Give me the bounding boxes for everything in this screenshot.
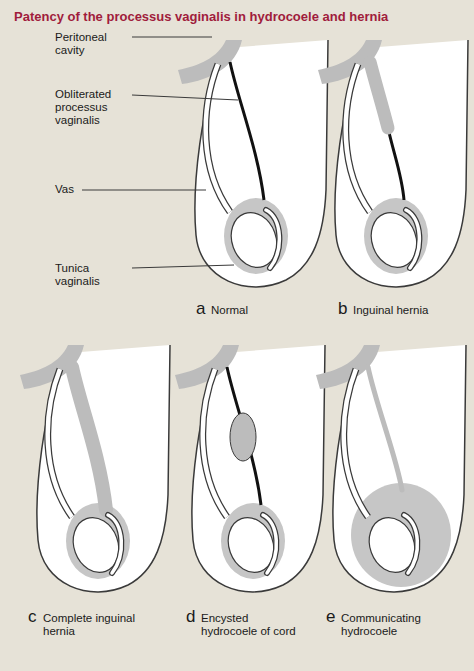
leader-lines — [82, 37, 238, 268]
panel-letter: a — [196, 300, 205, 318]
part-label: Complete inguinal hernia — [43, 612, 155, 638]
complete-hernia-figure — [20, 345, 170, 592]
normal-figure — [178, 40, 328, 287]
part-label: Obliterated processus vaginalis — [55, 88, 127, 127]
figure-title: Patency of the processus vaginalis in hy… — [14, 9, 388, 24]
part-label: Normal — [211, 304, 248, 317]
panel-letter: b — [338, 300, 347, 318]
part-label: Encysted hydrocoele of cord — [201, 612, 306, 638]
panel-letter: e — [326, 608, 335, 626]
part-label: Peritoneal cavity — [55, 31, 127, 57]
communicating-figure — [316, 345, 466, 592]
part-label: Inguinal hernia — [353, 304, 428, 317]
part-label: Vas — [55, 183, 74, 196]
part-label: Communicating hydrocoele — [341, 612, 451, 638]
hernia-figure — [318, 40, 468, 287]
panel-letter: c — [28, 608, 37, 626]
panel-letter: d — [186, 608, 195, 626]
part-label: Tunica vaginalis — [55, 262, 127, 288]
encysted-figure — [175, 345, 325, 592]
